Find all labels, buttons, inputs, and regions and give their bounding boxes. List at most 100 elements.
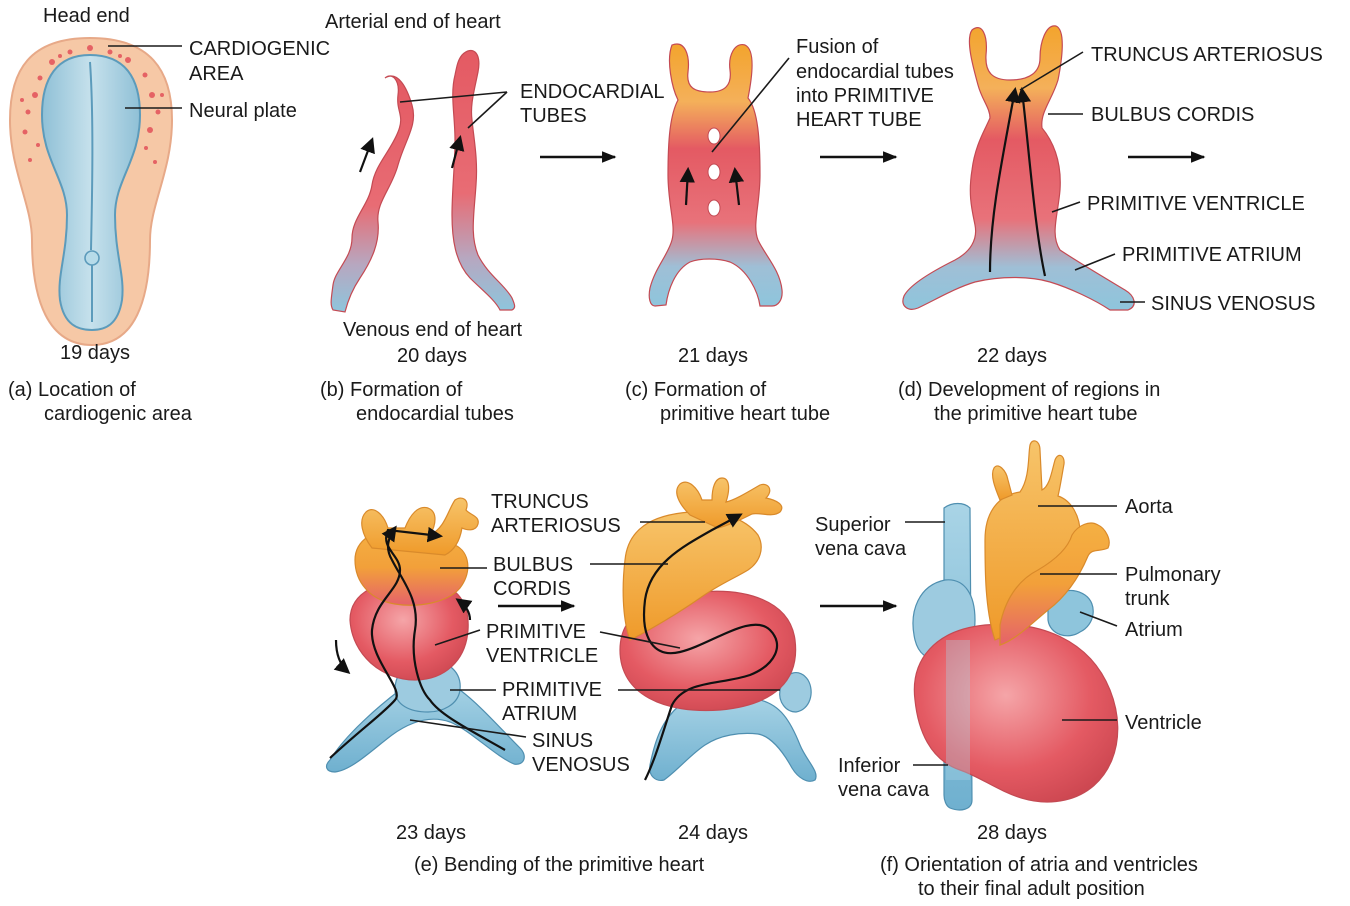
caption-c-line2: primitive heart tube: [660, 403, 830, 425]
label-venous-end: Venous end of heart: [343, 319, 522, 341]
atrium-lobe-24: [779, 672, 812, 713]
label-fusion-1: Fusion of: [796, 36, 879, 58]
label-cardiogenic-area: CARDIOGENIC: [189, 38, 330, 60]
label-21-days: 21 days: [678, 345, 748, 367]
caption-b-line1: (b) Formation of: [320, 379, 463, 401]
label-cardiogenic-area-2: AREA: [189, 63, 244, 85]
label-endocardial-tubes: ENDOCARDIAL: [520, 81, 664, 103]
label-28-days: 28 days: [977, 822, 1047, 844]
leader-endocardial-1: [399, 91, 508, 103]
label-atrium-d: PRIMITIVE ATRIUM: [1122, 244, 1302, 266]
label-23-days: 23 days: [396, 822, 466, 844]
label-pulmonary-trunk-2: trunk: [1125, 588, 1170, 610]
label-bulbus-e: BULBUS: [493, 554, 573, 576]
label-truncus-e-2: ARTERIOSUS: [491, 515, 621, 537]
label-superior-vena-cava: Superior: [815, 514, 891, 536]
caption-b-line2: endocardial tubes: [356, 403, 514, 425]
flow-arrow-c-right: [728, 166, 745, 206]
panel-d: TRUNCUS ARTERIOSUS BULBUS CORDIS PRIMITI…: [898, 25, 1323, 425]
panel-b: Arterial end of heart ENDOCARDIAL TUBES …: [320, 11, 664, 425]
label-ventricle-f: Ventricle: [1125, 712, 1202, 734]
primitive-node: [84, 250, 100, 266]
label-pulmonary-trunk: Pulmonary: [1125, 564, 1221, 586]
caption-d-line2: the primitive heart tube: [934, 403, 1137, 425]
primitive-heart-tube-d: [902, 25, 1135, 311]
leader-atrium-f: [1079, 611, 1118, 627]
ventricle-f: [913, 623, 1119, 803]
label-inferior-vena-cava: Inferior: [838, 755, 901, 777]
caption-a-line2: cardiogenic area: [44, 403, 193, 425]
curve-arrow-23-left: [333, 639, 351, 675]
flow-arrow-d-left: [988, 86, 1021, 273]
label-ventricle-e: PRIMITIVE: [486, 621, 586, 643]
label-arterial-end: Arterial end of heart: [325, 11, 501, 33]
label-fusion-4: HEART TUBE: [796, 109, 922, 131]
flow-arrow-b-left: [358, 137, 375, 173]
panel-f: Superior vena cava Inferior vena cava Ao…: [815, 440, 1221, 900]
caption-f-line1: (f) Orientation of atria and ventricles: [880, 854, 1198, 876]
fusion-gap-1: [707, 127, 721, 145]
leader-sinus-e: [409, 719, 527, 738]
cardiogenic-dots: [20, 45, 164, 164]
label-fusion-3: into PRIMITIVE: [796, 85, 934, 107]
label-neural-plate: Neural plate: [189, 100, 297, 122]
label-atrium-f: Atrium: [1125, 619, 1183, 641]
leader-truncus-d: [1019, 51, 1084, 91]
caption-f-line2: to their final adult position: [918, 878, 1145, 900]
panel-e-23-days: [325, 497, 525, 773]
leader-ventricle-e-right: [599, 631, 681, 649]
label-20-days: 20 days: [397, 345, 467, 367]
label-22-days: 22 days: [977, 345, 1047, 367]
panel-e-labels: TRUNCUS ARTERIOSUS BULBUS CORDIS PRIMITI…: [396, 491, 780, 876]
label-19-days: 19 days: [60, 342, 130, 364]
label-atrium-e: PRIMITIVE: [502, 679, 602, 701]
label-bulbus-e-2: CORDIS: [493, 578, 571, 600]
truncus-arteriosus-23: [361, 497, 479, 556]
caption-d-line1: (d) Development of regions in: [898, 379, 1160, 401]
panel-a: Head end CARDIOGENIC AREA Neural plate 1…: [8, 5, 330, 425]
label-atrium-e-2: ATRIUM: [502, 703, 577, 725]
label-inferior-vena-cava-2: vena cava: [838, 779, 930, 801]
panel-e-24-days: [619, 477, 817, 782]
vena-cava-front: [946, 640, 970, 780]
caption-c-line1: (c) Formation of: [625, 379, 767, 401]
caption-a-line1: (a) Location of: [8, 379, 136, 401]
label-sinus-d: SINUS VENOSUS: [1151, 293, 1315, 315]
label-aorta: Aorta: [1125, 496, 1174, 518]
flow-arrow-b-right: [449, 135, 465, 169]
flow-path-23b: [381, 525, 506, 751]
aorta-branch-left: [991, 465, 1013, 501]
label-ventricle-d: PRIMITIVE VENTRICLE: [1087, 193, 1305, 215]
leader-ventricle-d: [1051, 201, 1081, 213]
curve-arrow-23-right: [455, 598, 473, 621]
fusion-gap-2: [707, 163, 721, 181]
endocardial-tube-right: [451, 50, 516, 311]
leader-endocardial-2: [467, 91, 508, 129]
label-fusion-2: endocardial tubes: [796, 61, 954, 83]
caption-e: (e) Bending of the primitive heart: [414, 854, 705, 876]
label-head-end: Head end: [43, 5, 130, 27]
fusion-gap-3: [707, 199, 721, 217]
label-ventricle-e-2: VENTRICLE: [486, 645, 598, 667]
leader-ventricle-e-left: [434, 629, 481, 646]
label-24-days: 24 days: [678, 822, 748, 844]
leader-atrium-d: [1074, 253, 1116, 271]
label-sinus-e: SINUS: [532, 730, 593, 752]
label-endocardial-tubes-2: TUBES: [520, 105, 587, 127]
truncus-arteriosus-24: [676, 477, 783, 529]
flow-path-23: [329, 526, 444, 759]
panel-c: Fusion of endocardial tubes into PRIMITI…: [625, 36, 954, 425]
flow-arrow-c-left: [679, 166, 695, 206]
flow-path-24: [642, 513, 779, 781]
label-truncus-e: TRUNCUS: [491, 491, 589, 513]
flow-arrow-d-right: [1015, 86, 1047, 277]
neural-groove: [89, 61, 94, 251]
label-bulbus-d: BULBUS CORDIS: [1091, 104, 1254, 126]
pulmonary-trunk-f: [999, 522, 1110, 646]
label-superior-vena-cava-2: vena cava: [815, 538, 907, 560]
leader-fusion: [711, 57, 790, 153]
label-sinus-e-2: VENOSUS: [532, 754, 630, 776]
label-truncus-d: TRUNCUS ARTERIOSUS: [1091, 44, 1323, 66]
endocardial-tube-left: [330, 75, 415, 313]
